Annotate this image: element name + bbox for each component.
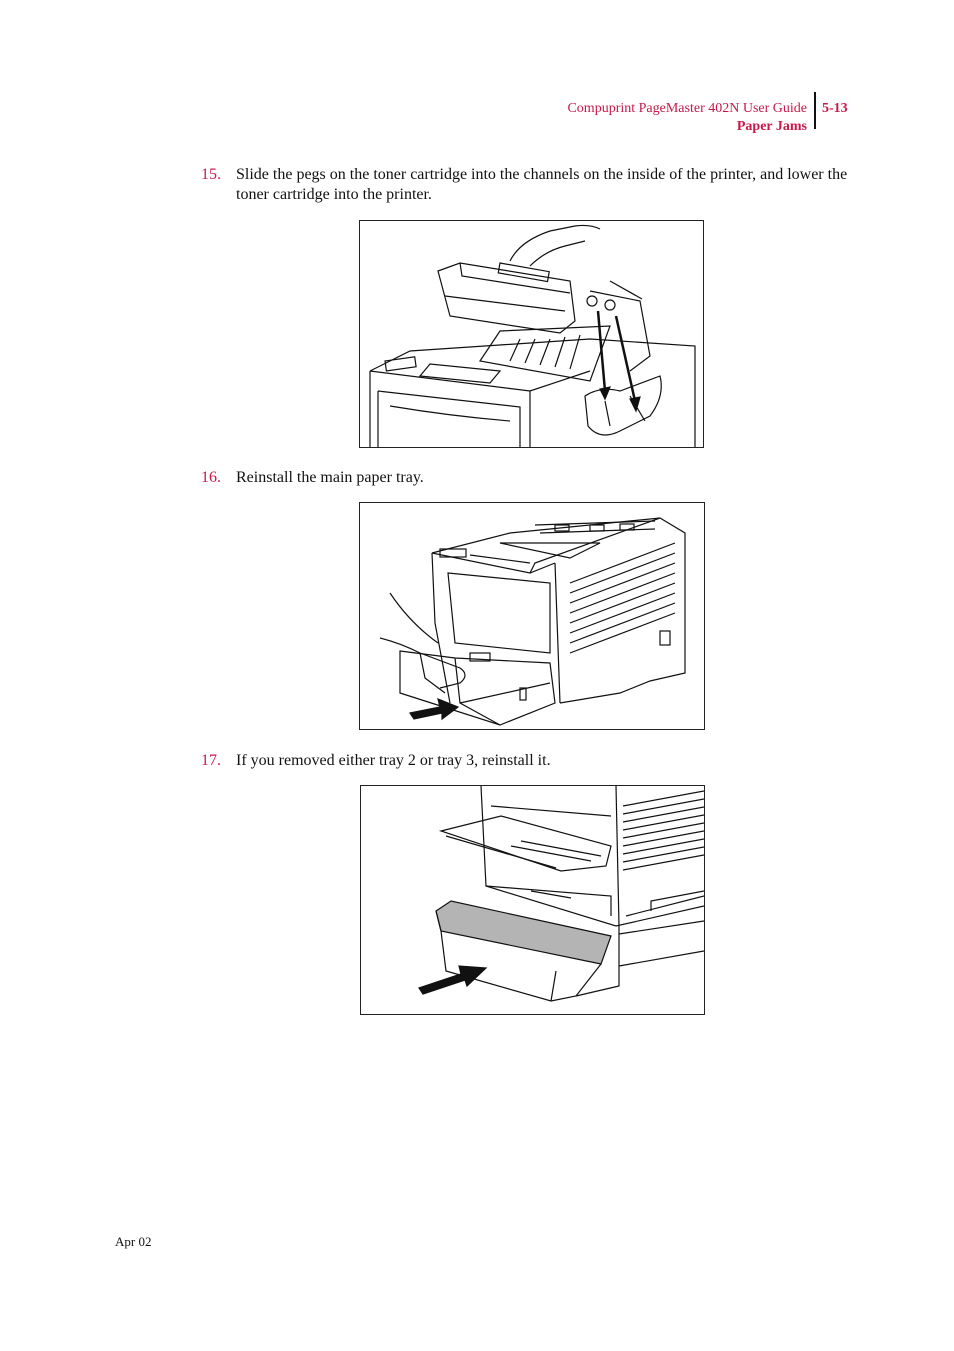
step-number: 16. [201,469,221,486]
step-text: Reinstall the main paper tray. [236,469,424,486]
figure-tray-2-3-install [360,785,705,1015]
running-header-title: Compuprint PageMaster 402N User Guide [567,101,807,116]
step-number: 17. [201,752,221,769]
header-divider [814,92,816,129]
running-header-section: Paper Jams [736,119,807,134]
footer-date: Apr 02 [115,1234,152,1249]
figure-main-tray-install [359,502,705,730]
figure-toner-cartridge-install [359,220,704,448]
step-15: 15. Slide the pegs on the toner cartridg… [201,165,871,205]
step-number: 15. [201,166,221,183]
step-text: If you removed either tray 2 or tray 3, … [236,752,551,769]
step-17: 17. If you removed either tray 2 or tray… [201,751,871,773]
step-text: Slide the pegs on the toner cartridge in… [236,166,848,203]
step-16: 16. Reinstall the main paper tray. [201,468,871,490]
page-number: 5-13 [822,101,848,116]
